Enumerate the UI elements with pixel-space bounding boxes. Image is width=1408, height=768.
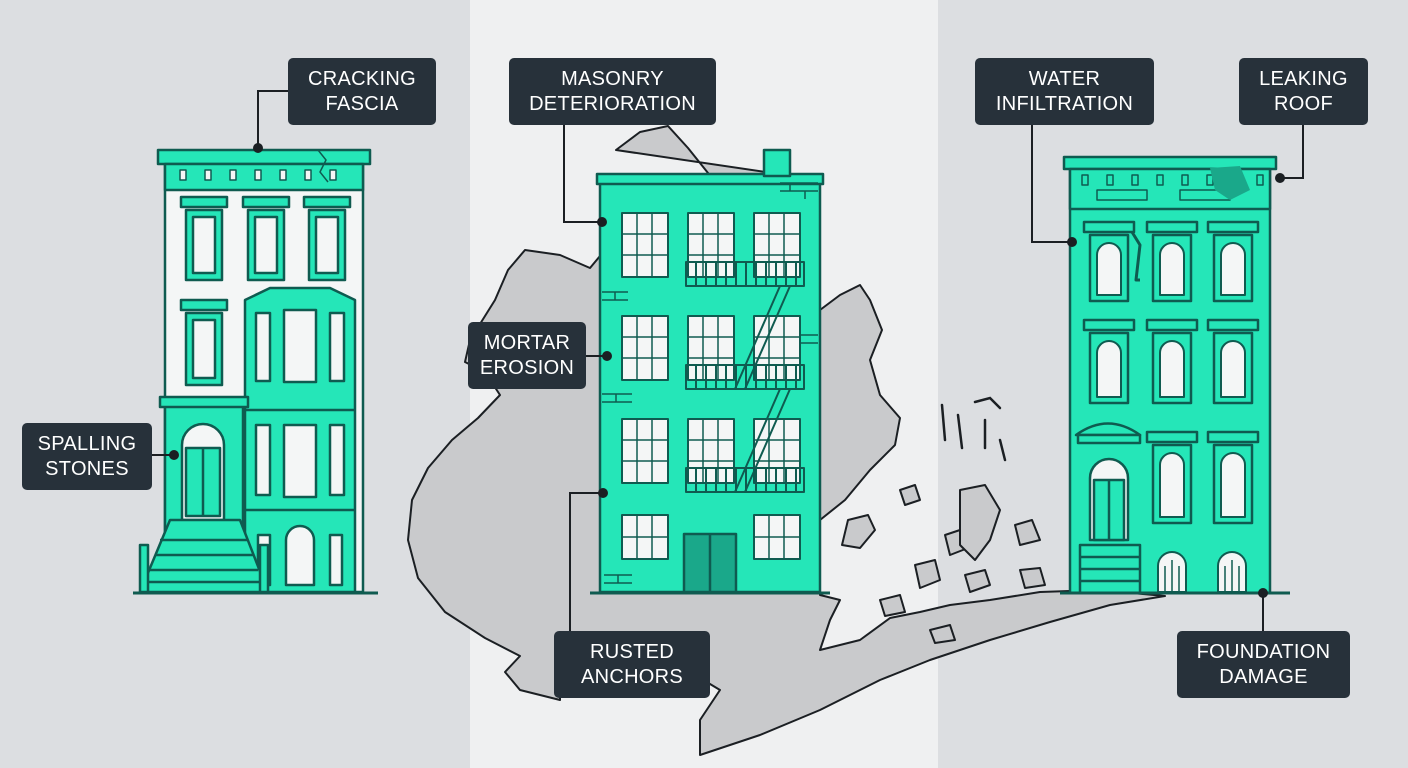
map-island-2 xyxy=(879,594,906,617)
map-island-5 xyxy=(964,569,991,593)
connector-dots xyxy=(169,143,1285,598)
map-island-1 xyxy=(841,514,876,549)
connector-masonry-deterioration xyxy=(563,124,602,223)
callout-masonry-deterioration: MASONRY DETERIORATION xyxy=(509,58,716,125)
map-island-7 xyxy=(1014,519,1041,546)
callout-leaking-roof: LEAKING ROOF xyxy=(1239,58,1368,125)
callout-cracking-fascia: CRACKING FASCIA xyxy=(288,58,436,125)
map-inlets xyxy=(940,396,1007,462)
callout-rusted-anchors: RUSTED ANCHORS xyxy=(554,631,710,698)
connector-leaking-roof xyxy=(1280,124,1304,179)
connector-lines xyxy=(152,90,1304,631)
connector-water-infiltration xyxy=(1031,124,1072,243)
building-brownstone-left xyxy=(133,148,378,595)
map-island-3 xyxy=(914,559,941,589)
fire-escape xyxy=(685,261,805,493)
building-loft-middle xyxy=(590,148,830,595)
connector-rusted-anchors xyxy=(569,492,603,631)
connector-cracking-fascia xyxy=(257,90,288,148)
map-island-8 xyxy=(1019,567,1046,589)
windows-top-row xyxy=(179,195,352,282)
callout-spalling-stones: SPALLING STONES xyxy=(22,423,152,490)
callout-foundation-damage: FOUNDATION DAMAGE xyxy=(1177,631,1350,698)
callout-water-infiltration: WATER INFILTRATION xyxy=(975,58,1154,125)
map-island-9 xyxy=(899,484,921,506)
map-island-10 xyxy=(929,624,956,644)
map-island-6 xyxy=(959,484,1001,561)
building-brownstone-right xyxy=(1060,155,1290,595)
callout-mortar-erosion: MORTAR EROSION xyxy=(468,322,586,389)
